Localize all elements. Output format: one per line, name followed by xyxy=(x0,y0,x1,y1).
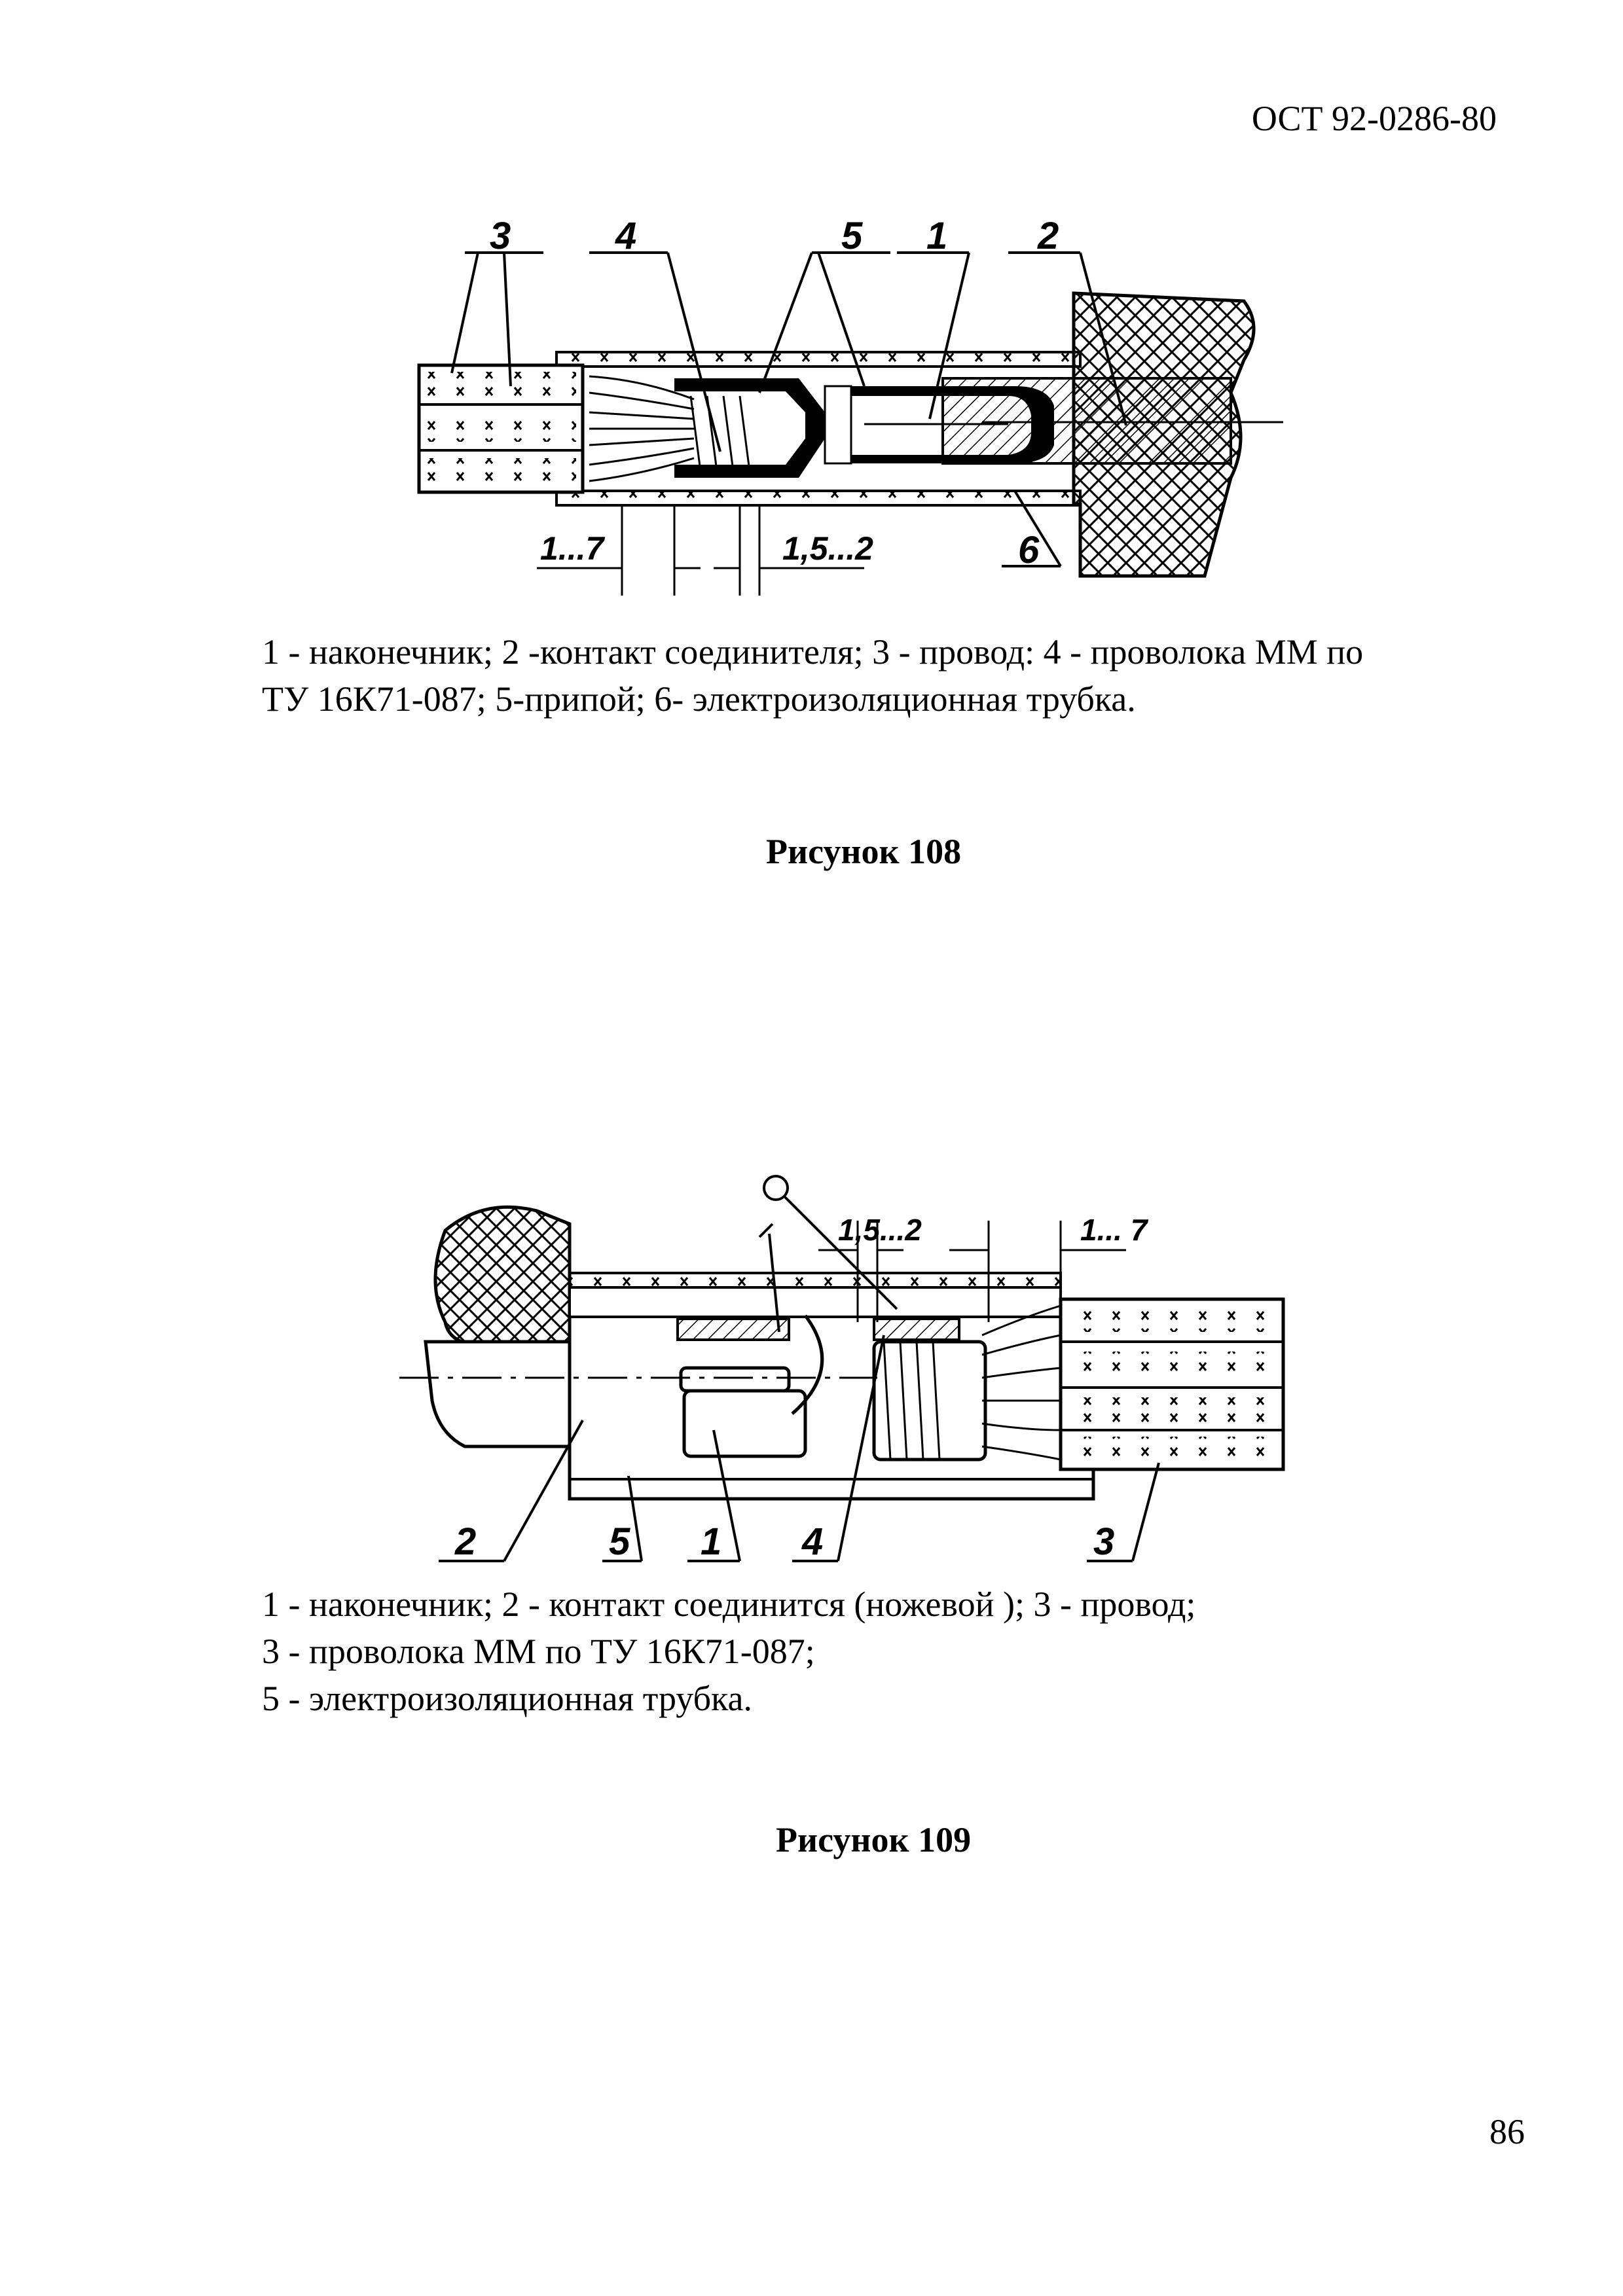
callout-leaders xyxy=(450,251,1127,567)
callout-5: 5 xyxy=(609,1520,630,1563)
page-number: 86 xyxy=(1489,2112,1525,2151)
caption-line: 1 - наконечник; 2 -контакт соединителя; … xyxy=(262,632,1364,672)
dimension-1-5-2: 1,5...2 xyxy=(838,1213,922,1247)
callout-5: 5 xyxy=(841,215,863,257)
callout-2: 2 xyxy=(454,1520,476,1563)
knife-contact xyxy=(424,1340,572,1448)
figure-109-drawing: 1,5...2 1... 7 2 5 1 4 3 xyxy=(386,1172,1316,1590)
wire xyxy=(417,363,585,494)
callout-3: 3 xyxy=(1093,1520,1114,1563)
dimension-lines xyxy=(537,504,864,596)
dimension-lines xyxy=(818,1221,1126,1322)
figure-109-caption: 1 - наконечник; 2 - контакт соединится (… xyxy=(262,1581,1506,1722)
insulating-tube xyxy=(555,351,1082,507)
figure-109-title: Рисунок 109 xyxy=(776,1820,972,1859)
lug-tip xyxy=(674,378,1054,478)
callout-3: 3 xyxy=(490,215,511,257)
callout-2: 2 xyxy=(1037,215,1059,257)
dimension-1-7: 1...7 xyxy=(540,530,605,567)
connector-contact xyxy=(941,377,1232,465)
caption-line: 1 - наконечник; 2 - контакт соединится (… xyxy=(262,1585,1196,1624)
marker-circle xyxy=(763,1175,789,1201)
caption-line: 5 - электроизоляционная трубка. xyxy=(262,1679,752,1718)
callout-1: 1 xyxy=(701,1520,721,1563)
dimension-1-5-2: 1,5...2 xyxy=(782,530,873,567)
connector-housing xyxy=(433,1205,572,1348)
figure-108-drawing: 3 4 5 1 2 6 1...7 1,5...2 xyxy=(393,196,1309,602)
lug-tip xyxy=(676,1314,987,1462)
wire-strands xyxy=(589,375,695,482)
dimension-1-7: 1... 7 xyxy=(1080,1213,1149,1247)
callout-leaders xyxy=(439,1223,1160,1562)
insulating-tube xyxy=(568,1272,1095,1501)
wire xyxy=(1059,1297,1285,1471)
document-code: ОСТ 92-0286-80 xyxy=(1251,99,1497,138)
callout-6: 6 xyxy=(1018,529,1040,571)
figure-108-title: Рисунок 108 xyxy=(766,832,962,871)
callout-1: 1 xyxy=(926,215,947,257)
callout-4: 4 xyxy=(801,1520,823,1563)
figure-108-caption: 1 - наконечник; 2 -контакт соединителя; … xyxy=(262,628,1506,723)
caption-line: 3 - проволока ММ по ТУ 16К71-087; xyxy=(262,1632,815,1671)
wire-strands xyxy=(981,1304,1061,1461)
caption-line: ТУ 16К71-087; 5-припой; 6- электроизоляц… xyxy=(262,679,1136,719)
callout-4: 4 xyxy=(615,215,636,257)
